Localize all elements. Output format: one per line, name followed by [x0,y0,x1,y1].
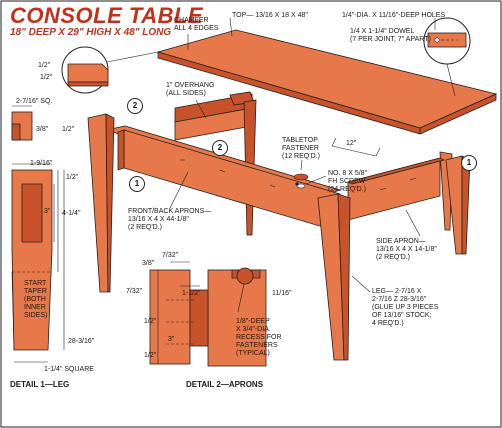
callout-1-right: 1 [461,155,477,171]
caption-detail-2: DETAIL 2—APRONS [186,380,264,389]
dim-1-1-2: 1-1/2" [182,290,201,297]
dim-2-7-16-sq: 2-7/16" SQ. [16,98,53,105]
callout-2-left: 2 [127,98,143,114]
fasteners [293,173,309,189]
detail-2-aprons [149,261,267,367]
dim-7-32-a: 7/32" [162,252,179,259]
dim-half-b: 1/2" [40,74,53,81]
callout-1-left: 1 [129,176,145,192]
tabletop [156,29,498,135]
dim-7-32-b: 7/32" [126,288,143,295]
label-top: TOP— 13/16 X 18 X 48" [232,12,308,19]
dim-12: 12" [346,140,357,147]
front-right-leg [317,193,351,361]
dim-half-a: 1/2" [38,62,51,69]
dowel-detail [423,17,471,97]
label-chamfer: CHAMFER ALL 4 EDGES [174,17,219,32]
dim-28-3-16: 28-3/16" [68,338,95,345]
side-apron [346,157,446,221]
diagram-title: CONSOLE TABLE [10,3,204,28]
label-start-taper: START TAPER (BOTH INNER SIDES) [24,280,48,319]
label-holes: 1/4"-DIA. X 11/16"-DEEP HOLES [342,12,446,19]
dim-1-1-4-square: 1-1/4" SQUARE [44,366,94,373]
dim-3-8: 3/8" [36,126,49,133]
label-screw: NO. 8 X 5/8" FH SCREW (24 REQ'D.) [328,170,368,193]
callout-2-center: 2 [212,140,228,156]
label-overhang: 1" OVERHANG (ALL SIDES) [166,82,215,97]
leader-lines [169,17,436,293]
diagram-subtitle: 18" DEEP X 29" HIGH X 48" LONG [10,27,172,38]
label-tabletop-fastener: TABLETOP FASTENER (12 REQ'D.) [282,137,320,160]
dim-3-b: 3" [168,336,175,343]
caption-detail-1: DETAIL 1—LEG [10,380,70,389]
chamfer-detail [61,46,159,94]
back-right-leg [445,155,471,255]
label-recess: 1/8"-DEEP X 3/4"-DIA. RECESS FOR FASTENE… [236,318,282,357]
dim-1-9-16: 1-9/16" [30,160,53,167]
dim-11-16: 11/16" [272,290,292,297]
dim-half-c: 1/2" [62,126,75,133]
dim-4-1-4: 4-1/4" [62,210,81,217]
dim-3-8-b: 3/8" [142,260,155,267]
label-front-apron: FRONT/BACK APRONS— 13/16 X 4 X 44-1/8" (… [128,208,212,231]
label-dowel: 1/4 X 1-1/4" DOWEL (7 PER JOINT, 7" APAR… [350,28,431,43]
dim-half-f: 1/2" [144,352,157,359]
detail-1-leg [11,105,65,363]
front-left-leg [87,113,115,293]
dim-half-e: 1/2" [144,318,157,325]
label-leg: LEG— 2-7/16 X 2-7/16 Z 28-3/16" (GLUE UP… [372,288,439,327]
dim-half-d: 1/2" [66,174,79,181]
label-side-apron: SIDE APRON— 13/16 X 4 X 14-1/8" (2 REQ'D… [376,238,437,261]
dim-3: 3" [44,208,51,215]
